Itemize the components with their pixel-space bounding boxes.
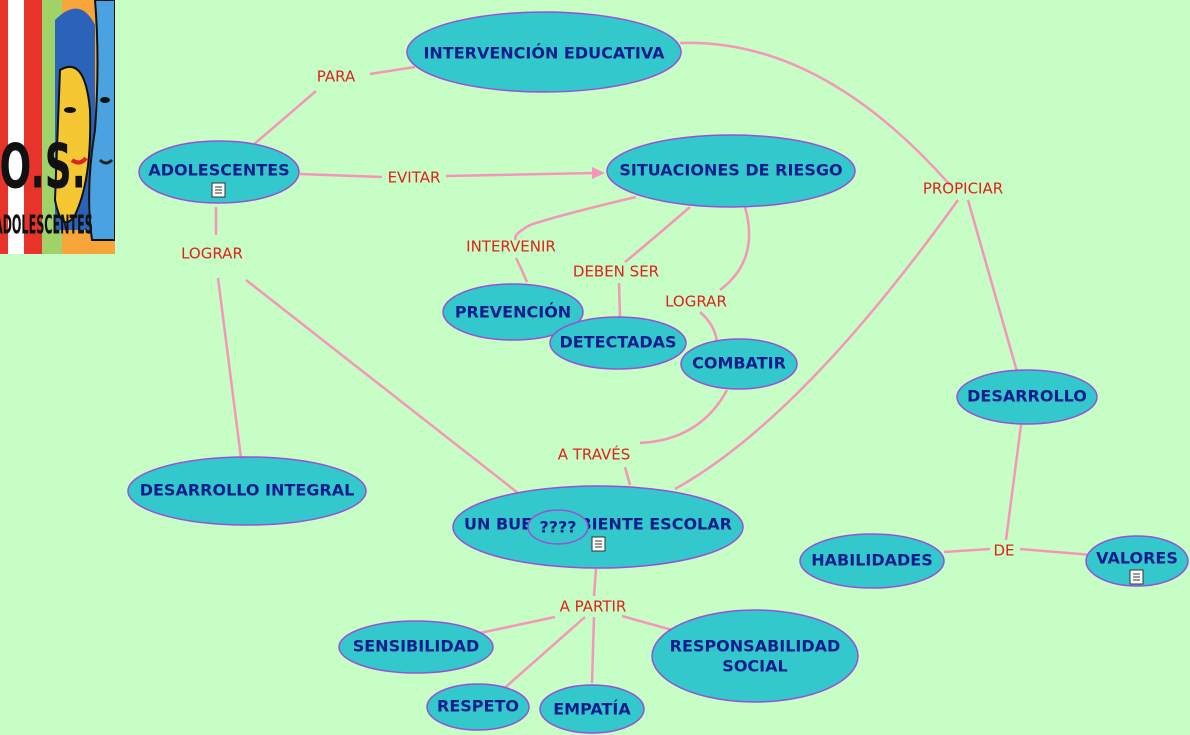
link-label-deben-ser: DEBEN SER bbox=[573, 263, 659, 281]
svg-text:SOCIAL: SOCIAL bbox=[722, 657, 787, 676]
svg-text:????: ???? bbox=[539, 518, 576, 537]
svg-text:VALORES: VALORES bbox=[1096, 549, 1178, 568]
link-label-evitar: EVITAR bbox=[388, 169, 441, 187]
link-labels: PARA EVITAR LOGRAR PROPICIAR INTERVENIR … bbox=[181, 68, 1014, 616]
link-label-propiciar: PROPICIAR bbox=[923, 180, 1003, 198]
svg-text:INTERVENCIÓN EDUCATIVA: INTERVENCIÓN EDUCATIVA bbox=[423, 44, 665, 63]
node-habilidades[interactable]: HABILIDADES bbox=[799, 533, 945, 589]
node-situaciones-de-riesgo[interactable]: SITUACIONES DE RIESGO bbox=[606, 134, 856, 208]
svg-text:DESARROLLO: DESARROLLO bbox=[967, 387, 1087, 406]
connector-lines bbox=[214, 41, 1093, 693]
svg-text:EMPATÍA: EMPATÍA bbox=[553, 700, 631, 719]
svg-text:DETECTADAS: DETECTADAS bbox=[559, 333, 676, 352]
node-intervencion-educativa[interactable]: INTERVENCIÓN EDUCATIVA bbox=[406, 11, 682, 93]
node-respeto[interactable]: RESPETO bbox=[426, 683, 530, 731]
node-un-buen-ambiente-escolar[interactable]: UN BUEN AMBIENTE ESCOLAR ???? bbox=[452, 485, 744, 569]
svg-text:SITUACIONES DE RIESGO: SITUACIONES DE RIESGO bbox=[619, 161, 842, 180]
svg-text:ADOLESCENTES: ADOLESCENTES bbox=[148, 161, 289, 180]
link-label-para: PARA bbox=[317, 68, 356, 86]
link-label-a-traves: A TRAVÉS bbox=[558, 445, 631, 464]
node-desarrollo-integral[interactable]: DESARROLLO INTEGRAL bbox=[127, 456, 367, 526]
link-label-lograr-2: LOGRAR bbox=[665, 293, 727, 311]
svg-text:PREVENCIÓN: PREVENCIÓN bbox=[455, 303, 571, 322]
document-icon[interactable] bbox=[211, 182, 226, 198]
svg-text:DESARROLLO INTEGRAL: DESARROLLO INTEGRAL bbox=[140, 481, 355, 500]
node-detectadas[interactable]: DETECTADAS bbox=[549, 316, 687, 370]
node-valores[interactable]: VALORES bbox=[1085, 535, 1189, 587]
svg-text:S.O.S.: S.O.S. bbox=[0, 132, 86, 203]
node-sensibilidad[interactable]: SENSIBILIDAD bbox=[338, 620, 494, 674]
svg-text:UN BUEN AMBIENTE ESCOLAR: UN BUEN AMBIENTE ESCOLAR bbox=[464, 515, 732, 534]
svg-text:SENSIBILIDAD: SENSIBILIDAD bbox=[353, 637, 480, 656]
sos-adolescentes-logo: S.O.S. ADOLESCENTES bbox=[0, 0, 115, 254]
node-combatir[interactable]: COMBATIR bbox=[680, 338, 798, 390]
svg-text:ADOLESCENTES: ADOLESCENTES bbox=[0, 210, 93, 240]
link-label-intervenir: INTERVENIR bbox=[466, 238, 556, 256]
svg-text:RESPONSABILIDAD: RESPONSABILIDAD bbox=[670, 637, 841, 656]
node-empatia[interactable]: EMPATÍA bbox=[539, 684, 645, 734]
document-icon[interactable] bbox=[591, 536, 606, 552]
node-desarrollo[interactable]: DESARROLLO bbox=[956, 369, 1098, 425]
node-responsabilidad-social[interactable]: RESPONSABILIDAD SOCIAL bbox=[651, 609, 859, 703]
document-icon[interactable] bbox=[1129, 569, 1144, 585]
node-adolescentes[interactable]: ADOLESCENTES bbox=[138, 140, 300, 204]
node-overlay-unknown[interactable]: ???? bbox=[527, 509, 589, 545]
link-label-a-partir: A PARTIR bbox=[560, 598, 627, 616]
link-label-de: DE bbox=[993, 542, 1014, 560]
svg-text:COMBATIR: COMBATIR bbox=[692, 354, 786, 373]
svg-text:HABILIDADES: HABILIDADES bbox=[811, 551, 932, 570]
node-prevencion[interactable]: PREVENCIÓN bbox=[442, 283, 584, 341]
svg-text:RESPETO: RESPETO bbox=[437, 697, 519, 716]
link-label-lograr: LOGRAR bbox=[181, 245, 243, 263]
